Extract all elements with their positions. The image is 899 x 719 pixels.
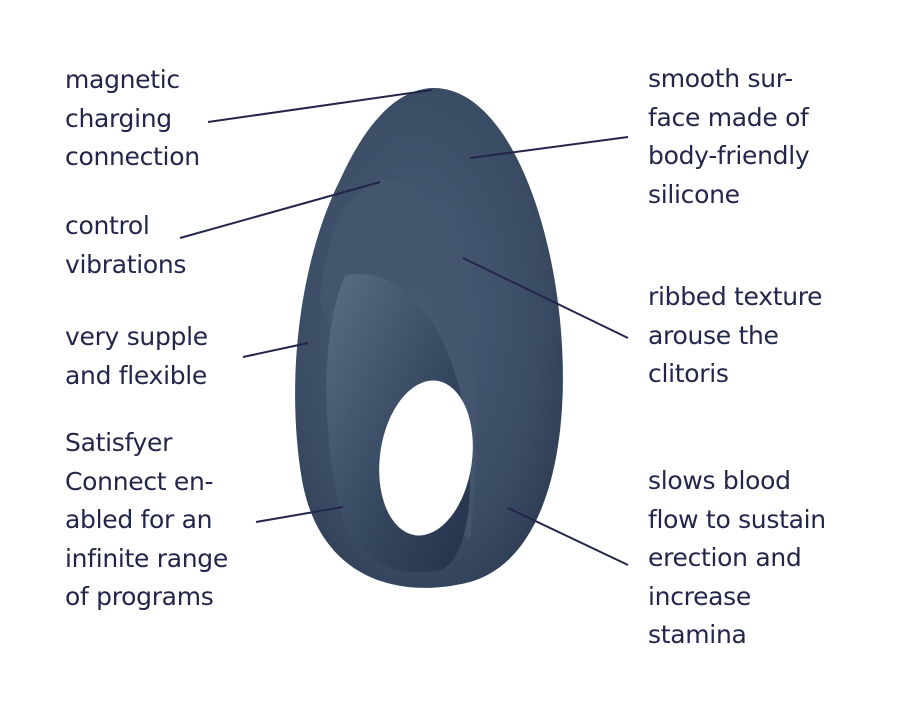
label-line: abled for an [65,505,213,534]
label-line: Satisfyer [65,428,173,457]
leader-line [255,506,344,523]
label-control-vibrations: control vibrations [65,207,186,284]
label-line: vibrations [65,249,187,279]
label-line: flow to sustain [648,504,826,534]
leader-line [507,507,629,566]
label-line: control [65,211,150,240]
label-line: infinite range [65,543,228,573]
leader-line [207,89,433,123]
label-line: increase [648,581,751,611]
label-supple-flexible: very supple and flexible [65,318,208,395]
leader-line [469,136,629,159]
label-line: and flexible [65,360,208,390]
label-line: stamina [648,620,747,649]
label-line: smooth sur- [648,64,793,93]
label-line: body-friendly [648,141,810,170]
label-line: very supple [65,322,208,351]
leader-line [242,342,309,358]
leader-lines [179,89,629,566]
label-line: charging [65,103,172,133]
label-line: of programs [65,582,214,611]
label-line: slows blood [648,466,791,495]
label-satisfyer-connect: Satisfyer Connect en- abled for an infin… [65,424,228,617]
label-line: face made of [648,102,809,132]
leader-line [462,257,629,339]
label-line: ribbed texture [648,282,823,311]
label-line: arouse the [648,320,779,350]
leader-line [179,181,381,239]
label-slows-blood-flow: slows blood flow to sustain erection and… [648,462,826,655]
label-ribbed-texture: ribbed texture arouse the clitoris [648,278,823,394]
label-line: Connect en- [65,466,214,496]
label-line: silicone [648,179,740,209]
label-line: magnetic [65,65,180,94]
ring-hole [379,380,473,536]
label-line: erection and [648,543,802,572]
label-line: clitoris [648,359,729,388]
label-magnetic-charging: magnetic charging connection [65,61,200,177]
label-smooth-surface: smooth sur- face made of body-friendly s… [648,60,810,214]
label-line: connection [65,142,200,171]
